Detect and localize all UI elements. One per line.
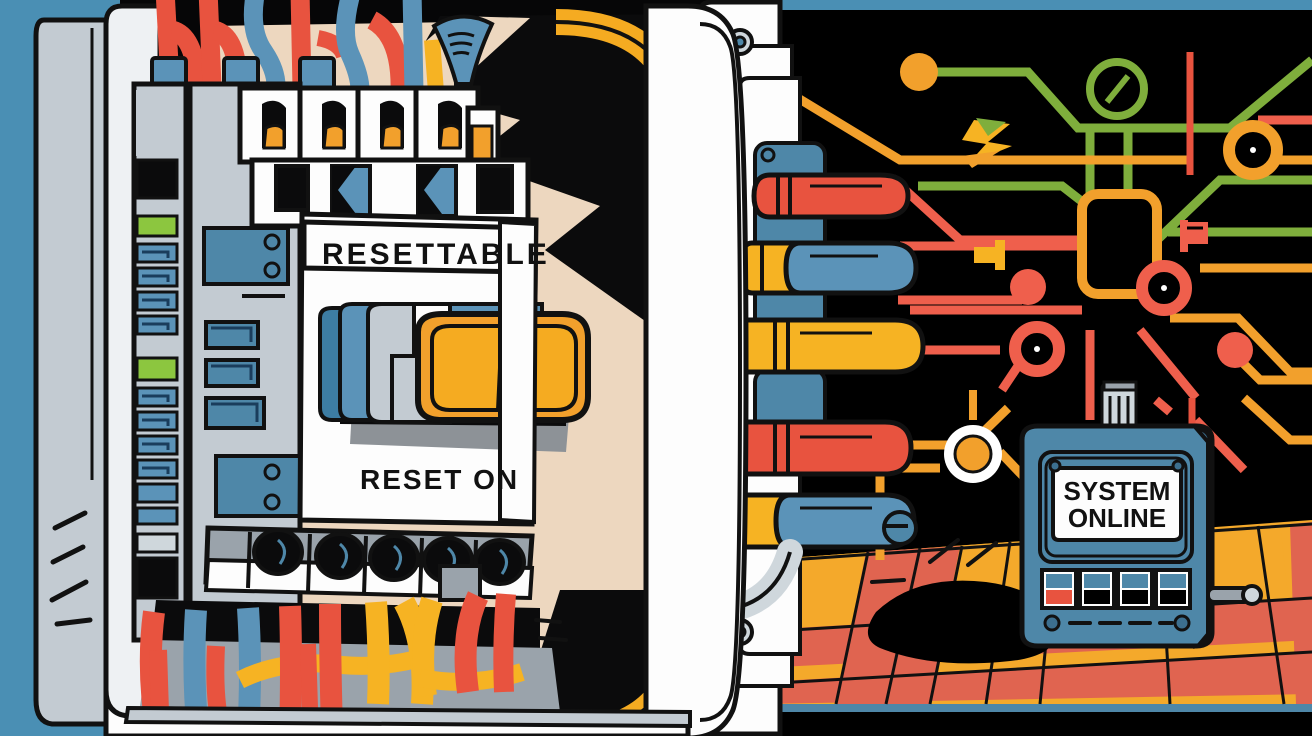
- floor-shadow-band: [760, 712, 1312, 736]
- status-text-line-1: SYSTEM: [1064, 476, 1171, 506]
- module-led-2: [263, 261, 281, 279]
- indicator-cell-2[interactable]: [1116, 568, 1154, 610]
- main-breaker-right-edge: [498, 219, 539, 525]
- terminal-cap: [438, 564, 482, 602]
- breaker-module-controls[interactable]: [202, 226, 304, 518]
- wire-red-a2: [149, 649, 169, 713]
- breaker-bank[interactable]: [131, 81, 531, 651]
- breaker-led-strip: [135, 90, 179, 600]
- node-ring-red-center: [1136, 260, 1192, 316]
- indicator-lamp-icon: [944, 390, 1002, 483]
- schematic-backdrop: [760, 52, 1312, 560]
- wire-red-2: [198, 0, 222, 87]
- breaker-toggle-row[interactable]: [237, 85, 501, 165]
- indicator-cell-0[interactable]: [1040, 568, 1078, 610]
- device-floor-shadow: [867, 580, 1057, 664]
- enclosure-frame-step: [699, 22, 743, 722]
- indicator-cell-3[interactable]: [1154, 568, 1192, 610]
- wire-red-5: [366, 11, 410, 95]
- wire-yellow-top: [424, 39, 444, 93]
- module-button-1: [204, 320, 260, 350]
- main-breaker-lever-assembly[interactable]: [318, 302, 591, 452]
- module-display-bottom: [214, 454, 304, 518]
- module-led-1: [263, 233, 281, 251]
- wire-yellow-b: [365, 601, 390, 705]
- breaker-module-2[interactable]: [297, 85, 365, 165]
- ceiling-trim: [760, 0, 1312, 10]
- breaker-terminal-row[interactable]: [203, 525, 535, 602]
- node-orange-dot-top-left: [900, 53, 938, 91]
- enclosure-outer-frame: [643, 3, 749, 736]
- node-dot-red-mid: [1010, 269, 1046, 305]
- wire-red-1b: [168, 20, 207, 89]
- connector-red-bottom[interactable]: [728, 419, 914, 477]
- connector-blue-low[interactable]: [727, 492, 918, 550]
- status-text-line-2: ONLINE: [1068, 503, 1166, 533]
- bolt-green-tip: [976, 118, 1006, 136]
- status-monitor-unit[interactable]: [1019, 380, 1263, 649]
- connector-red-top[interactable]: [751, 172, 911, 220]
- capacitor-icon: [974, 240, 1005, 270]
- breaker-module-3[interactable]: [355, 85, 423, 165]
- device-side-knob[interactable]: [1206, 584, 1263, 606]
- connector-blue[interactable]: [737, 240, 919, 296]
- node-ring-orange-right: [1223, 120, 1283, 180]
- flag-icon: [1180, 220, 1208, 252]
- bolt-orange-tail: [962, 151, 1000, 168]
- wire-blue-1: [243, 0, 286, 87]
- chip-outline-icon: [1077, 189, 1162, 299]
- device-antenna-icon: [1100, 380, 1138, 430]
- module-led-3: [263, 463, 281, 481]
- wire-red-e: [454, 591, 489, 694]
- enclosure-bottom-shade: [123, 705, 692, 729]
- wire-red-c2: [300, 643, 318, 709]
- module-led-4: [263, 493, 281, 511]
- interior-detail-dashes: [534, 618, 568, 642]
- wire-red-b: [206, 645, 227, 714]
- device-screws: [1043, 459, 1191, 632]
- device-indicator-row[interactable]: [1040, 568, 1192, 610]
- breaker-module-5[interactable]: [465, 105, 501, 165]
- gauge-meter-icon: [1086, 58, 1148, 120]
- device-screen: [1051, 466, 1183, 542]
- lightning-bolt-icon: [962, 120, 1012, 164]
- wire-blue-2: [335, 0, 370, 91]
- connector-yellow[interactable]: [728, 317, 926, 375]
- wire-blue-3: [402, 0, 424, 93]
- indicator-cell-1[interactable]: [1078, 568, 1116, 610]
- breaker-module-1[interactable]: [237, 85, 305, 165]
- top-wire-harness: [150, 0, 444, 95]
- door-vent-slashes: [49, 510, 93, 627]
- breaker-windows: [274, 164, 514, 218]
- module-button-2: [204, 358, 260, 388]
- breaker-state-label: RESET ON: [360, 464, 519, 495]
- breaker-brand-label: RESETTABLE: [322, 238, 550, 271]
- resettable-main-breaker[interactable]: [297, 211, 591, 527]
- device-body-edge: [1191, 425, 1212, 649]
- wire-red-f: [493, 593, 516, 693]
- node-ring-red-lower: [1009, 321, 1065, 377]
- socket-pin-icon: [760, 147, 776, 163]
- node-dot-red-right: [1217, 332, 1253, 368]
